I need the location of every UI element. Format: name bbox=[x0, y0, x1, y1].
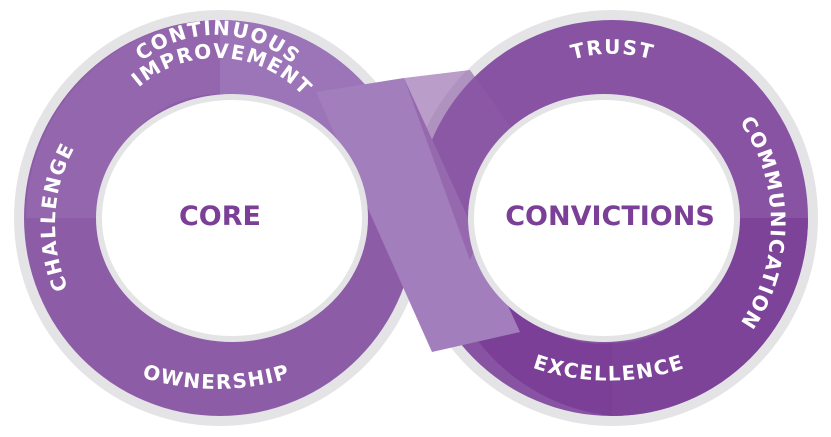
crossing-ribbon bbox=[316, 78, 520, 352]
center-label-core: CORE bbox=[179, 201, 261, 232]
center-label-convictions: CONVICTIONS bbox=[505, 201, 715, 232]
inner-holes bbox=[96, 94, 740, 342]
crossing-ribbon-shadow bbox=[404, 70, 520, 260]
